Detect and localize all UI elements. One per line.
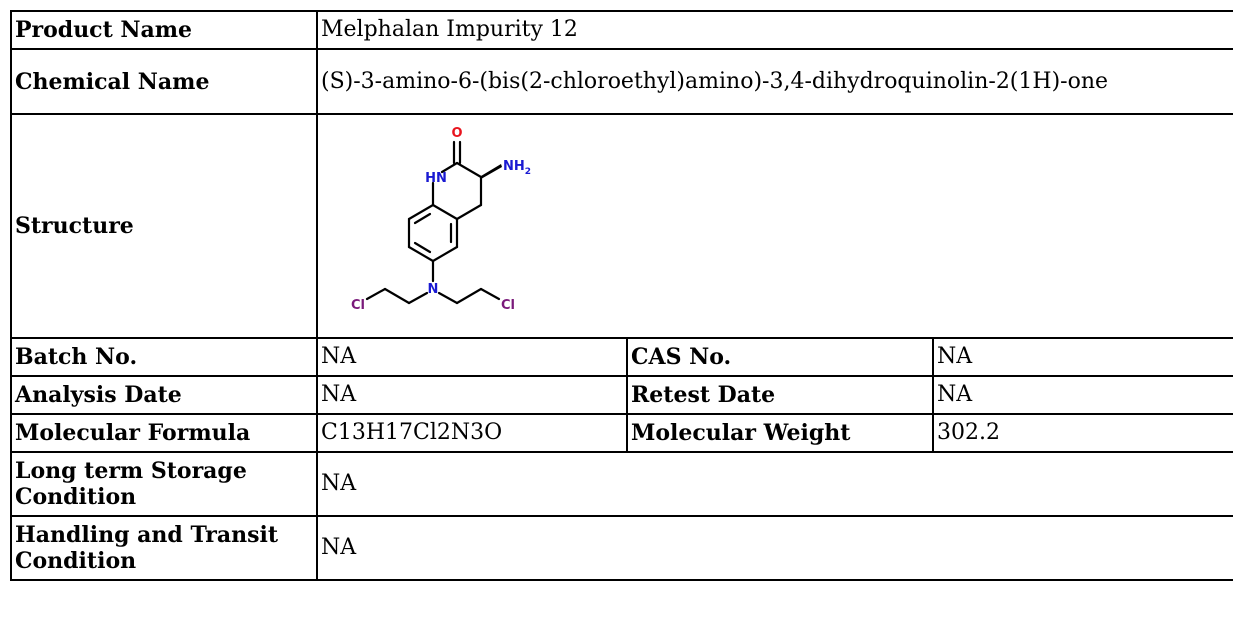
amine-symbol: NH	[503, 159, 525, 174]
product-name-label: Product Name	[10, 10, 318, 50]
molecular-weight-label: Molecular Weight	[626, 413, 934, 453]
wedge-bond	[481, 164, 502, 179]
row-handling: Handling and Transit Condition NA	[10, 515, 1233, 581]
handling-condition-value: NA	[316, 515, 1233, 581]
atom-oxygen: O	[451, 126, 462, 141]
handling-condition-label: Handling and Transit Condition	[10, 515, 318, 581]
atom-ring-nitrogen: HN	[425, 171, 447, 186]
molecule-bonds	[365, 140, 501, 305]
batch-no-value: NA	[316, 337, 628, 377]
atom-amino-nitrogen: N	[428, 282, 439, 297]
chemical-name-value: (S)-3-amino-6-(bis(2-chloroethyl)amino)-…	[316, 48, 1233, 115]
row-product-name: Product Name Melphalan Impurity 12	[10, 10, 1233, 50]
amine-subscript: 2	[525, 167, 531, 177]
row-structure: Structure	[10, 113, 1233, 339]
atom-chlorine-right: Cl	[501, 298, 515, 313]
row-formula-weight: Molecular Formula C13H17Cl2N3O Molecular…	[10, 413, 1233, 453]
molecular-formula-label: Molecular Formula	[10, 413, 318, 453]
analysis-date-label: Analysis Date	[10, 375, 318, 415]
cas-no-label: CAS No.	[626, 337, 934, 377]
molecular-formula-value: C13H17Cl2N3O	[316, 413, 628, 453]
structure-cell: O HN NH2 N Cl Cl	[316, 113, 1233, 339]
retest-date-value: NA	[932, 375, 1233, 415]
analysis-date-value: NA	[316, 375, 628, 415]
molecular-weight-value: 302.2	[932, 413, 1233, 453]
atom-chlorine-left: Cl	[351, 298, 365, 313]
storage-condition-label: Long term Storage Condition	[10, 451, 318, 517]
cas-no-value: NA	[932, 337, 1233, 377]
row-batch-cas: Batch No. NA CAS No. NA	[10, 337, 1233, 377]
storage-condition-value: NA	[316, 451, 1233, 517]
row-storage: Long term Storage Condition NA	[10, 451, 1233, 517]
structure-label: Structure	[10, 113, 318, 339]
atom-amine: NH2	[503, 159, 531, 177]
row-chemical-name: Chemical Name (S)-3-amino-6-(bis(2-chlor…	[10, 48, 1233, 115]
product-name-value: Melphalan Impurity 12	[316, 10, 1233, 50]
chemical-name-label: Chemical Name	[10, 48, 318, 115]
row-dates: Analysis Date NA Retest Date NA	[10, 375, 1233, 415]
retest-date-label: Retest Date	[626, 375, 934, 415]
batch-no-label: Batch No.	[10, 337, 318, 377]
product-spec-table: Product Name Melphalan Impurity 12 Chemi…	[10, 10, 1233, 581]
molecule-structure-image: O HN NH2 N Cl Cl	[351, 126, 531, 313]
